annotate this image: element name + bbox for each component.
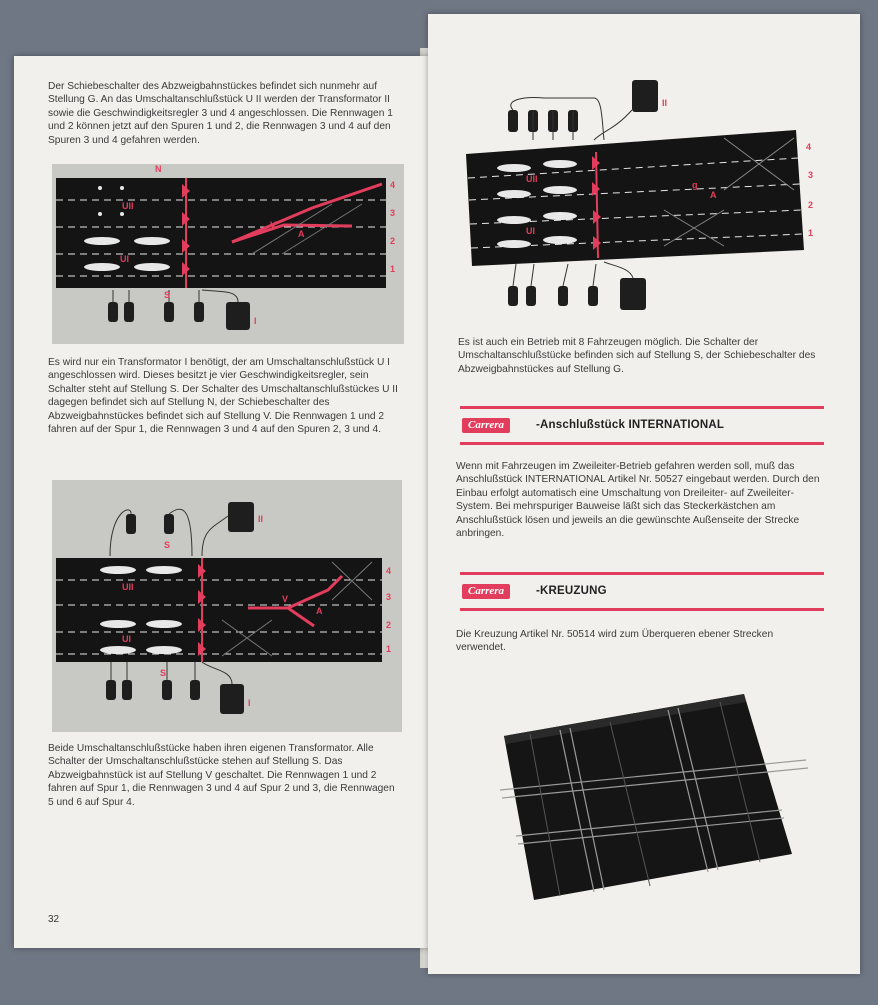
fig3-label-uii: UII [526,174,538,184]
left-paragraph-3: Beide Umschaltanschlußstücke haben ihren… [48,743,395,808]
section-1-rule-top [460,406,824,409]
fig2-label-transformer-bottom: I [248,698,251,708]
section-2-rule-top [460,572,824,575]
fig1-label-v: V [270,220,276,230]
fig1-lane-2: 2 [390,236,395,246]
right-paragraph-3: Die Kreuzung Artikel Nr. 50514 wird zum … [456,629,774,654]
fig3-label-transformer-top: II [662,98,667,108]
right-page: II S UII UI g A 4 [428,14,860,974]
fig1-label-n: N [155,164,162,174]
fig3-lane-3: 3 [808,170,813,180]
fig2-label-transformer-top: II [258,514,263,524]
left-paragraph-2: Es wird nur ein Transformator I benötigt… [48,357,398,436]
fig2-label-s-top: S [164,540,170,550]
fig2-label-a: A [316,606,323,616]
fig1-label-transformer: I [254,316,257,326]
fig1-label-s: S [164,290,170,300]
section-2-rule-bottom [460,608,824,611]
fig1-label-uii: UII [122,201,134,211]
figure-3-diagram: II S UII UI g A 4 [466,80,813,310]
right-paragraph-2: Wenn mit Fahrzeugen im Zweileiter-Betrie… [456,461,820,540]
section-1-title: -Anschlußstück INTERNATIONAL [536,419,725,431]
figure-3: II S UII UI g A 4 [464,70,834,320]
figure-2-diagram: II S UII UI V A [56,502,391,714]
fig2-label-uii: UII [122,582,134,592]
fig1-label-ui: UI [120,254,129,264]
fig2-lane-4: 4 [386,566,391,576]
fig1-lane-4: 4 [390,180,395,190]
page-number: 32 [48,914,60,925]
figure-2: II S UII UI V A [52,480,402,732]
fig1-lane-3: 3 [390,208,395,218]
fig3-label-g: g [692,180,698,190]
section-1-rule-bottom [460,442,824,445]
left-paragraph-1: Der Schiebeschalter des Abzweigbahnstück… [48,81,393,146]
fig2-label-ui: UI [122,634,131,644]
fig2-lane-1: 1 [386,644,391,654]
fig1-label-a: A [298,229,305,239]
carrera-logo: Carrera [462,418,511,433]
fig2-lane-3: 3 [386,592,391,602]
figure-1-diagram: N UII UI V A 4 3 2 1 S I [56,164,395,330]
fig3-lane-1: 1 [808,228,813,238]
fig3-label-a: A [710,190,717,200]
fig3-lane-2: 2 [808,200,813,210]
fig3-label-ui: UI [526,226,535,236]
right-paragraph-1: Es ist auch ein Betrieb mit 8 Fahrzeugen… [458,337,816,375]
fig1-lane-1: 1 [390,264,395,274]
fig2-lane-2: 2 [386,620,391,630]
fig2-label-s-bottom: S [160,668,166,678]
figure-1: N UII UI V A 4 3 2 1 S I [52,164,404,344]
carrera-logo-2: Carrera [462,584,511,599]
section-2-title: -KREUZUNG [536,585,607,597]
fig3-lane-4: 4 [806,142,811,152]
left-page: Der Schiebeschalter des Abzweigbahnstück… [14,56,434,948]
fig2-label-v: V [282,594,288,604]
crossing-track-image [490,686,810,918]
